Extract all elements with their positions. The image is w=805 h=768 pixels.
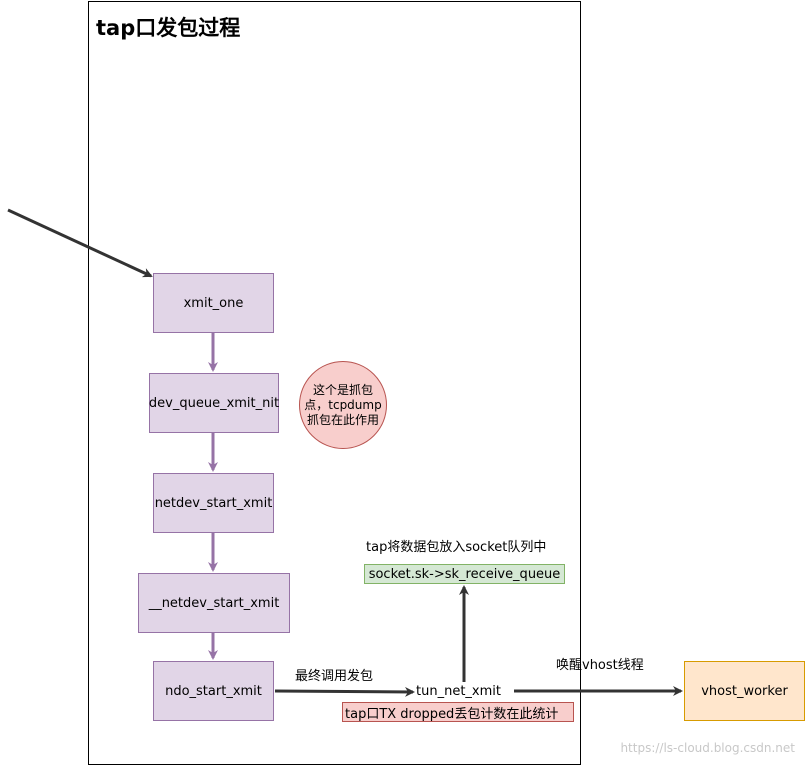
tx-dropped-note: tap口TX dropped丢包计数在此统计 [342,702,574,722]
node-ndo-start-xmit: ndo_start_xmit [153,661,274,721]
arrow-ndo-to-tun [274,686,415,697]
node-xmit-one: xmit_one [153,273,274,333]
capture-point-note: 这个是抓包 点，tcpdump 抓包在此作用 [299,361,387,449]
wake-label: 唤醒vhost线程 [556,658,644,673]
node-dev-queue-xmit-nit: dev_queue_xmit_nit [149,373,279,433]
capture-point-line-1: 这个是抓包 [312,382,373,397]
final-call-label: 最终调用发包 [295,669,374,684]
enqueue-label: tap将数据包放入socket队列中 [366,540,547,555]
node-netdev-start-xmit: netdev_start_xmit [153,473,274,533]
node-underscore-netdev-start-xmit: __netdev_start_xmit [138,573,290,633]
capture-point-line-2: 点，tcpdump [304,397,382,412]
node-tun-net-xmit: tun_net_xmit [416,684,501,699]
node-sk-receive-queue: socket.sk->sk_receive_queue [364,564,565,584]
node-vhost-worker: vhost_worker [684,661,805,721]
capture-point-line-3: 抓包在此作用 [306,412,379,427]
diagram-frame [88,1,581,765]
diagram-title: tap口发包过程 [96,16,241,40]
entry-arrow [7,208,153,278]
watermark: https://ls-cloud.blog.csdn.net [620,741,795,755]
